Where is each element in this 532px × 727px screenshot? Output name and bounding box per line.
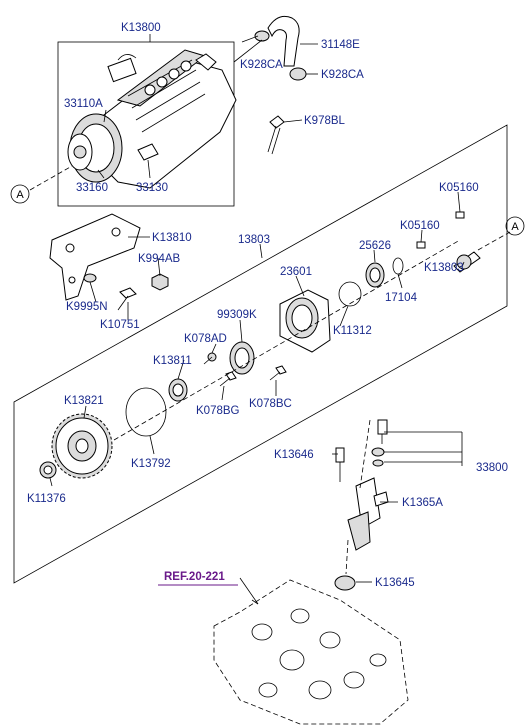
pump-frame xyxy=(57,41,235,207)
label-33130: 33130 xyxy=(136,182,168,194)
bolt-k078ad xyxy=(203,352,217,365)
label-k078ad: K078AD xyxy=(184,333,227,345)
label-25626: 25626 xyxy=(359,240,391,252)
bolt-k10751 xyxy=(117,287,137,311)
washer-k9995n xyxy=(83,273,97,283)
label-17104: 17104 xyxy=(385,292,418,304)
bolt-k978bl xyxy=(267,115,285,155)
label-k928ca-upper: K928CA xyxy=(240,59,283,71)
injector-top-bolt xyxy=(377,419,388,444)
gear-housing xyxy=(279,289,331,353)
nut-k994ab xyxy=(151,273,169,291)
label-k078bc: K078BC xyxy=(249,398,292,410)
label-33160: 33160 xyxy=(76,182,108,194)
label-k13800: K13800 xyxy=(121,22,161,34)
hose-clamp-lower xyxy=(289,67,307,81)
drive-gear xyxy=(51,413,113,479)
leader-lines xyxy=(49,34,465,605)
gasket-k13792 xyxy=(125,387,167,437)
label-k978bl: K978BL xyxy=(304,115,346,127)
key-k05160-b xyxy=(455,211,465,219)
ring-17104 xyxy=(392,257,404,275)
circle-marker-a-right: A xyxy=(505,216,525,236)
main-frame xyxy=(13,124,508,584)
label-99309k: 99309K xyxy=(217,309,257,321)
label-13803: 13803 xyxy=(238,234,270,246)
label-k10751: K10751 xyxy=(100,319,140,331)
injector-bolt-k13646 xyxy=(335,447,345,482)
injection-pump xyxy=(67,49,237,189)
label-k13811: K13811 xyxy=(153,355,192,367)
label-k994ab: K994AB xyxy=(138,253,181,265)
seal-k13811 xyxy=(168,378,188,402)
svg-text:A: A xyxy=(16,189,24,201)
label-k13810: K13810 xyxy=(152,232,192,244)
label-k11376: K11376 xyxy=(27,493,66,505)
label-k13645: K13645 xyxy=(375,577,415,589)
seal-99309k xyxy=(229,341,255,375)
circle-marker-a-left: A xyxy=(10,184,30,204)
label-k13646: K13646 xyxy=(274,449,314,461)
svg-text:A: A xyxy=(511,221,519,233)
nut-k11376 xyxy=(39,461,57,479)
label-k05160-lower: K05160 xyxy=(400,220,440,232)
pump-bracket xyxy=(49,213,141,301)
label-k928ca-lower: K928CA xyxy=(321,69,364,81)
label-k13792: K13792 xyxy=(131,458,171,470)
label-k13821: K13821 xyxy=(64,395,104,407)
oring-k11312 xyxy=(338,281,362,307)
assembly-axes xyxy=(29,165,461,575)
label-33110a: 33110A xyxy=(64,98,103,110)
label-k1365a: K1365A xyxy=(402,497,443,509)
seal-25626 xyxy=(365,262,385,288)
key-k05160-a xyxy=(416,241,426,249)
washer-lower xyxy=(372,459,384,467)
label-k11312: K11312 xyxy=(333,325,372,337)
hose xyxy=(267,15,300,67)
injector-nozzle xyxy=(347,477,389,551)
label-33800: 33800 xyxy=(476,462,508,474)
label-k9995n: K9995N xyxy=(66,301,108,313)
shaft-k13803 xyxy=(453,231,511,273)
label-23601: 23601 xyxy=(280,266,312,278)
gasket-k13645 xyxy=(334,575,356,591)
bolt-k078bc xyxy=(269,365,287,381)
label-k05160-upper: K05160 xyxy=(439,182,479,194)
label-k078bg: K078BG xyxy=(196,405,240,417)
label-k13803: K13803 xyxy=(424,262,464,274)
label-31148e: 31148E xyxy=(321,39,360,51)
washer-upper xyxy=(371,447,385,457)
hose-clamp-upper xyxy=(254,30,270,42)
cylinder-head xyxy=(213,579,409,725)
ref-link-20-221[interactable]: REF.20-221 xyxy=(164,571,225,583)
